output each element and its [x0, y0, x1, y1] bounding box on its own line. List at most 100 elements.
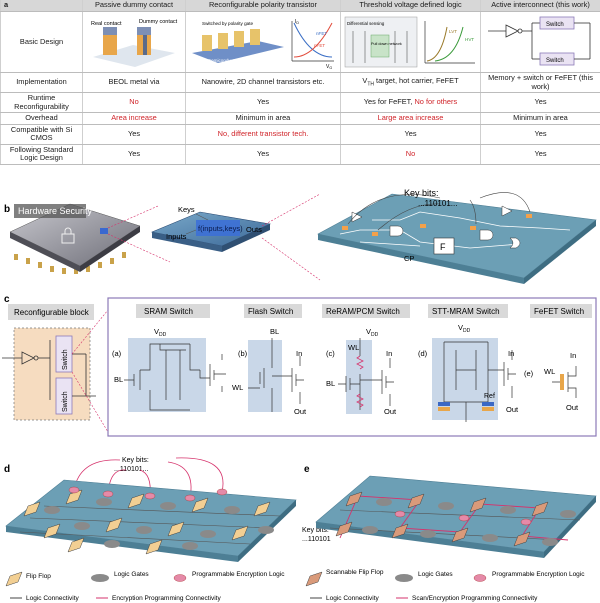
header-letter: a	[0, 0, 83, 12]
sram-bl: BL	[114, 375, 123, 384]
panel-d-illustration: d Key bits: ...110101... Flip Flop	[4, 457, 297, 602]
key-bits-value-e: ...110101	[302, 536, 331, 543]
row-label: Overhead	[0, 112, 83, 125]
stt-vdd: VDD	[458, 323, 471, 334]
hvt-label: HVT	[465, 37, 474, 42]
flash-bl: BL	[270, 327, 279, 336]
table-cell: Yes	[480, 124, 600, 145]
table-cell: Yes	[340, 124, 481, 145]
row-label: Runtime Reconfigurability	[0, 92, 83, 114]
panel-e: e Key bits: ...110101 Scannable Flip Flo…	[300, 448, 600, 603]
stt-in: In	[508, 349, 514, 358]
scan-ff-legend-icon	[305, 571, 323, 587]
gate-legend-icon-e	[395, 574, 413, 582]
switch-bottom-label: Switch	[546, 58, 564, 64]
table-header-row: a Passive dummy contact Reconfigurable p…	[0, 0, 600, 12]
reram-switch: ReRAM/PCM Switch (c) VDD WL BL In Out	[322, 304, 410, 416]
key-bits-label-b: Key bits:	[404, 188, 439, 198]
fefet-in: In	[570, 351, 576, 360]
reram-in: In	[386, 349, 392, 358]
outs-label: Outs	[246, 225, 262, 234]
sttmram-switch: STT-MRAM Switch (d) VDD Ref In Out	[418, 304, 519, 422]
pfet-label: pFET	[314, 43, 325, 48]
flipflop-legend-icon	[5, 571, 23, 587]
key-bits-value-d: ...110101...	[114, 466, 149, 473]
panel-b: b Hardware Security f(inputs,keys) Keys …	[0, 182, 600, 288]
design-threshold-logic: Differential sensing Pull down network L…	[340, 11, 481, 74]
legend-line2-d: Encryption Programming Connectivity	[112, 595, 221, 602]
semiconductor-channel-label: Semiconductor channel	[208, 58, 256, 63]
sram-title: SRAM Switch	[144, 307, 193, 316]
sram-vdd: VDD	[154, 327, 167, 338]
logic-gates	[351, 205, 521, 249]
table-row-overhead: Overhead Area increase Minimum in area L…	[0, 112, 600, 125]
dummy-contact-illustration: Real contact Dummy contact	[91, 19, 178, 67]
dummy-contact-label: Dummy contact	[139, 19, 178, 25]
table-cell: Nanowire, 2D channel transistors etc.	[185, 72, 341, 94]
threshold-logic-illustration: Differential sensing Pull down network L…	[344, 16, 475, 67]
panel-c: c Reconfigurable block Switch Switch SRA…	[0, 290, 600, 440]
flipflop-f-label: F	[440, 242, 446, 252]
flash-wl: WL	[232, 383, 243, 392]
gate-legend-icon	[91, 574, 109, 582]
table-cell: Yes	[480, 144, 600, 165]
flipflop-f	[433, 237, 455, 255]
stt-out: Out	[506, 405, 519, 414]
reconfig-block	[13, 327, 91, 421]
stt-ref: Ref	[484, 393, 495, 400]
cp-label: CP	[404, 254, 414, 263]
id-axis-label: ID	[295, 19, 299, 25]
logic-wires-d	[19, 505, 281, 545]
panel-d-letter: d	[4, 464, 10, 475]
table-cell: Minimum in area	[480, 112, 600, 125]
stt-tag: (d)	[418, 349, 428, 358]
table-cell: Yes for FeFET, No for others	[340, 92, 481, 114]
mtj-icon	[438, 402, 494, 411]
fefet-tag: (e)	[524, 369, 534, 378]
table-cell: Yes	[82, 144, 186, 165]
reram-title: ReRAM/PCM Switch	[326, 307, 400, 316]
scan-flipflops-e	[335, 491, 549, 547]
lock-icon	[61, 227, 75, 244]
key-switch-markers	[342, 214, 532, 236]
table-cell: No	[82, 92, 186, 114]
row-label: Following Standard Logic Design	[0, 144, 83, 165]
fefet-switch: FeFET Switch (e) WL In Out	[524, 304, 592, 412]
design-active-interconnect: Switch Switch	[480, 11, 600, 74]
legend-line1-d: Logic Connectivity	[26, 595, 79, 602]
comparison-table: a Passive dummy contact Reconfigurable p…	[0, 0, 600, 165]
sram-tag: (a)	[112, 349, 122, 358]
table-cell: No	[340, 144, 481, 165]
stt-title: STT-MRAM Switch	[432, 307, 500, 316]
table-cell: Area increase	[82, 112, 186, 125]
fefet-wl: WL	[544, 367, 555, 376]
legend-line2-e: Scan/Encryption Programming Connectivity	[412, 595, 538, 602]
table-row-cmos: Compatible with Si CMOS Yes No, differen…	[0, 124, 600, 145]
table-cell: Large area increase	[340, 112, 481, 125]
lvt-label: LVT	[449, 29, 457, 34]
prog-legend-icon	[173, 574, 187, 582]
nfet-label: nFET	[316, 31, 327, 36]
reconfig-title: Reconfigurable block	[14, 308, 90, 317]
flash-tag: (b)	[238, 349, 248, 358]
panel-e-illustration: e Key bits: ...110101 Scannable Flip Flo…	[302, 464, 597, 602]
table-row-standard-logic: Following Standard Logic Design Yes Yes …	[0, 144, 600, 165]
table-cell: Yes	[185, 144, 341, 165]
prog-legend-icon-e	[473, 574, 487, 582]
prog-logic-d	[68, 486, 228, 502]
header-col-2: Reconfigurable polarity transistor	[185, 0, 341, 12]
design-polarity-transistor: Semiconductor channel Switched by polari…	[185, 11, 341, 74]
table-cell: BEOL metal via	[82, 72, 186, 94]
table-cell: No, different transistor tech.	[185, 124, 341, 145]
panel-e-letter: e	[304, 464, 310, 475]
function-label: f(inputs,keys)	[198, 224, 243, 233]
key-bits-label-d: Key bits:	[122, 457, 149, 464]
logic-gates-d	[44, 498, 274, 550]
legend-ff-d: Flip Flop	[26, 573, 51, 580]
chip-label-bg	[14, 204, 86, 218]
switch-options-frame	[107, 297, 597, 437]
table-cell: Yes	[480, 92, 600, 114]
table-cell: VTH target, hot carrier, FeFET	[340, 72, 481, 94]
legend-d: Flip Flop Logic Gates Programmable Encry…	[5, 571, 285, 602]
active-interconnect-illustration: Switch Switch	[487, 16, 590, 65]
